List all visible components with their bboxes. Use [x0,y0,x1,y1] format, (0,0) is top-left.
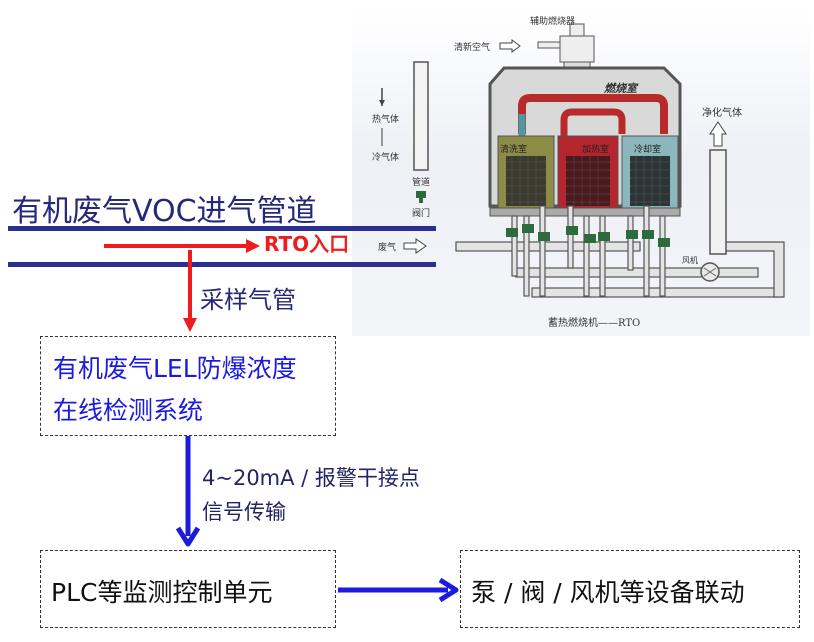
svg-text:燃烧室: 燃烧室 [603,82,639,95]
linkage-arrow [338,577,459,603]
sampling-pipe-label: 采样气管 [200,286,296,314]
svg-text:冷却室: 冷却室 [634,143,661,155]
svg-text:清新空气: 清新空气 [454,41,490,53]
device-linkage-label: 泵 / 阀 / 风机等设备联动 [471,578,745,607]
lel-box-line2: 在线检测系统 [53,396,204,425]
legend-pipe: 管道 [412,61,430,188]
rto-flow-arrow [104,239,260,253]
svg-text:热气体: 热气体 [372,113,399,125]
legend-valve: 阀门 [412,191,430,219]
purge-chamber: 清洗室 [497,135,555,209]
heating-chamber: 加热室 [557,135,619,209]
signal-label-line1: 4~20mA / 报警干接点 [202,466,420,490]
sampling-arrow [183,250,197,332]
plc-control-unit-box: PLC等监测控制单元 [40,550,336,628]
stack: 净化气体 [702,106,742,255]
svg-text:加热室: 加热室 [582,143,609,155]
rto-caption: 蓄热燃烧机——RTO [548,316,640,329]
svg-text:阀门: 阀门 [412,207,430,219]
svg-text:辅助燃烧器: 辅助燃烧器 [530,15,575,27]
svg-text:管道: 管道 [412,176,430,188]
waste-gas-inlet: 废气 [378,238,427,254]
svg-text:废气: 废气 [378,241,396,253]
rto-inlet-label: RTO入口 [264,232,350,256]
signal-label-line2: 信号传输 [202,500,286,524]
svg-text:冷气体: 冷气体 [372,151,399,163]
plc-unit-label: PLC等监测控制单元 [51,578,273,607]
signal-arrow [175,436,201,547]
pipe-title: 有机废气VOC进气管道 [12,194,317,229]
pipe-top-line [8,226,436,231]
device-linkage-box: 泵 / 阀 / 风机等设备联动 [460,550,800,628]
svg-text:风机: 风机 [682,255,698,265]
svg-text:清洗室: 清洗室 [500,143,527,155]
rto-piping [455,205,785,298]
rto-diagram-svg: 热气体 冷气体 管道 阀门 辅助燃烧器 清新空气 [372,15,785,329]
lel-detection-system-box: 有机废气LEL防爆浓度 在线检测系统 [40,336,336,436]
svg-text:净化气体: 净化气体 [702,106,742,119]
lel-box-line1: 有机废气LEL防爆浓度 [53,354,297,383]
fan: 风机 [682,255,720,282]
legend-cold-gas: 冷气体 [372,128,399,163]
rto-illustration: 热气体 冷气体 管道 阀门 辅助燃烧器 清新空气 [352,10,810,336]
legend-hot-gas: 热气体 [372,88,399,125]
cooling-chamber: 冷却室 [621,135,679,209]
aux-burner: 辅助燃烧器 清新空气 [454,15,595,86]
pipe-bottom-line [8,262,436,267]
